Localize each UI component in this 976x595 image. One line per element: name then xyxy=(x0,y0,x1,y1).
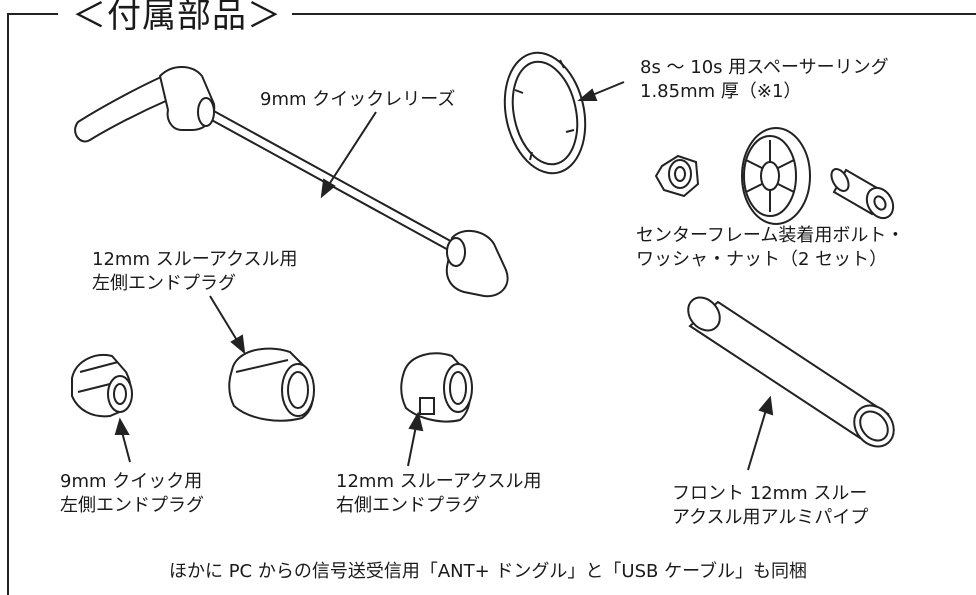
spacer-ring-label-line1: 8s ～ 10s 用スペーサーリング xyxy=(640,57,889,78)
right-12mm-plug-label-line2: 右側エンドプラグ xyxy=(336,495,480,516)
spacer-ring-label-line2: 1.85mm 厚（※1） xyxy=(640,81,802,102)
alu-pipe-label: フロント 12mm スルー アクスル用アルミパイプ xyxy=(672,482,868,530)
left-12mm-plug-label: 12mm スルーアクスル用 左側エンドプラグ xyxy=(92,248,298,296)
page-title: ＜付属部品＞ xyxy=(62,0,292,38)
left-9mm-plug-label: 9mm クイック用 左側エンドプラグ xyxy=(60,470,204,518)
bolt-drawing xyxy=(830,168,895,220)
center-frame-label-line1: センターフレーム装着用ボルト・ xyxy=(636,225,905,246)
center-frame-label: センターフレーム装着用ボルト・ ワッシャ・ナット（2 セット） xyxy=(636,224,904,272)
hex-nut-drawing xyxy=(654,154,700,198)
quick-release-label: 9mm クイックレリーズ xyxy=(260,89,456,110)
washer-drawing xyxy=(741,127,811,225)
alu-pipe-label-line2: アクスル用アルミパイプ xyxy=(672,507,869,528)
spacer-ring-drawing xyxy=(503,51,587,175)
left-9mm-plug-drawing xyxy=(71,354,133,418)
left-12mm-plug-label-line1: 12mm スルーアクスル用 xyxy=(92,249,298,270)
callout-arrows xyxy=(114,81,774,471)
spacer-ring-label: 8s ～ 10s 用スペーサーリング 1.85mm 厚（※1） xyxy=(640,56,889,104)
footer-note: ほかに PC からの信号送受信用「ANT+ ドングル」と「USB ケーブル」も同… xyxy=(168,561,808,582)
center-frame-label-line2: ワッシャ・ナット（2 セット） xyxy=(636,249,888,270)
alu-pipe-drawing xyxy=(687,296,895,448)
frame-border xyxy=(7,13,976,595)
right-12mm-plug-label: 12mm スルーアクスル用 右側エンドプラグ xyxy=(336,470,542,518)
right-12mm-plug-label-line1: 12mm スルーアクスル用 xyxy=(336,471,542,492)
left-12mm-plug-drawing xyxy=(228,347,315,422)
left-12mm-plug-label-line2: 左側エンドプラグ xyxy=(92,273,236,294)
right-12mm-plug-drawing xyxy=(400,352,473,423)
left-9mm-plug-label-line1: 9mm クイック用 xyxy=(60,471,203,492)
alu-pipe-label-line1: フロント 12mm スルー xyxy=(672,483,868,504)
left-9mm-plug-label-line2: 左側エンドプラグ xyxy=(60,495,204,516)
